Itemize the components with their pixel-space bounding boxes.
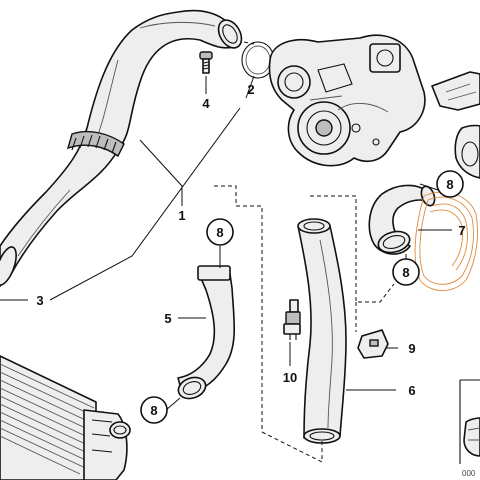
callout-6: 6 [408,383,415,398]
callout-8d-label: 8 [402,265,409,280]
callout-5: 5 [164,311,171,326]
leader-lines [0,75,452,411]
callout-4: 4 [202,96,210,111]
callout-10-label: 10 [283,370,297,385]
callout-3-label: 3 [36,293,43,308]
callout-8-circle-upper-right: 8 [436,170,464,198]
inset-thumbnail [459,379,480,464]
corner-code: 000 [462,469,476,478]
callout-9: 9 [408,341,415,356]
exhaust-flange [431,71,480,179]
callout-9-label: 9 [408,341,415,356]
elbow-hose-part [368,184,478,291]
callout-6-label: 6 [408,383,415,398]
clip-part [357,329,389,359]
callout-4-label: 4 [202,96,210,111]
callout-10: 10 [283,370,297,385]
assembly-dashed-lines [214,41,395,463]
callout-1: 1 [178,208,185,223]
callout-3: 3 [36,293,43,308]
callout-2-label: 2 [247,82,254,97]
turbocharger [268,34,426,167]
callout-5-label: 5 [164,311,171,326]
intercooler [0,355,131,480]
callout-8-circle-upper-middle: 8 [206,218,234,246]
callout-7: 7 [458,223,465,238]
callout-8a-label: 8 [216,225,223,240]
callout-8-circle-right: 8 [392,258,420,286]
lower-elbow-hose-part [177,265,236,400]
callout-7-label: 7 [458,223,465,238]
charge-pipe-part [0,9,243,287]
callout-2: 2 [247,82,254,97]
sensor-part [283,299,301,340]
intake-pipe-part [297,218,347,444]
callout-8-circle-lower-left: 8 [140,396,168,424]
bolt-part [199,51,213,74]
callout-8c-label: 8 [446,177,453,192]
callout-8b-label: 8 [150,403,157,418]
callout-1-label: 1 [178,208,185,223]
